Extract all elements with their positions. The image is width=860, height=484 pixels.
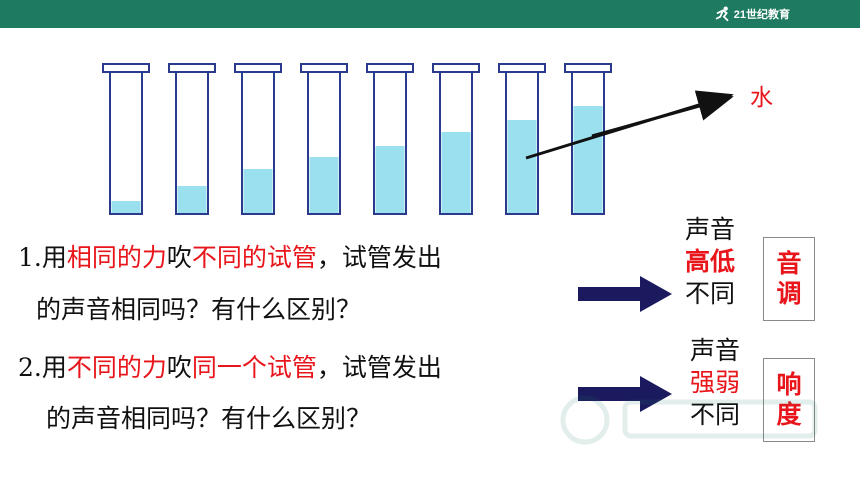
test-tube — [168, 63, 216, 215]
tube-body — [373, 72, 407, 215]
answer-1-highlight: 高低 — [685, 247, 736, 276]
question-1-number: 1. — [18, 243, 42, 272]
water-fill — [111, 201, 141, 213]
question-2-line-2: 的声音相同吗？有什么区别？ — [46, 404, 372, 433]
tube-body — [307, 72, 341, 215]
answer-1-line-3: 不同 — [685, 279, 736, 308]
tube-body — [505, 72, 539, 215]
header-bar: 21世纪教育 — [0, 0, 860, 28]
answer-2-term-top: 响 — [776, 370, 802, 399]
tube-body — [109, 72, 143, 215]
tube-rim — [366, 63, 414, 73]
test-tube — [366, 63, 414, 215]
q2-red-part: 同一个试管 — [191, 353, 317, 382]
tube-body — [175, 72, 209, 215]
q1-red-part: 相同的力 — [66, 243, 167, 272]
q1-part: 吹 — [166, 243, 192, 272]
q1-red-part: 不同的试管 — [191, 243, 317, 272]
answer-2-line-1: 声音 — [690, 336, 741, 365]
tube-rim — [564, 63, 612, 73]
logo-text: 21世纪教育 — [733, 9, 790, 21]
q2-red-part: 不同的力 — [66, 353, 167, 382]
q2-part: ，试管发出 — [316, 353, 442, 382]
q2-part: 吹 — [166, 353, 192, 382]
water-fill — [573, 106, 603, 213]
runner-logo-icon — [715, 6, 729, 22]
answer-1-term-top: 音 — [776, 249, 802, 278]
brand-logo: 21世纪教育 — [714, 3, 790, 25]
test-tube — [300, 63, 348, 215]
test-tubes-diagram — [102, 63, 734, 215]
arrow-right-icon — [578, 276, 672, 312]
q1-part: 用 — [41, 243, 67, 272]
tube-rim — [432, 63, 480, 73]
water-fill — [243, 169, 273, 213]
water-fill — [375, 146, 405, 213]
tube-rim — [234, 63, 282, 73]
pointer-arrow — [591, 91, 734, 138]
question-1-line-1: 1.用相同的力吹不同的试管，试管发出 — [18, 242, 442, 275]
test-tube — [432, 63, 480, 215]
question-2-number: 2. — [18, 353, 42, 382]
answer-2-term-box: 响 度 — [763, 358, 815, 442]
answer-2-term-bottom: 度 — [776, 400, 802, 429]
tube-body — [241, 72, 275, 215]
test-tube — [102, 63, 150, 215]
watermark-logo-icon — [560, 395, 818, 445]
water-fill — [177, 186, 207, 213]
tube-body — [439, 72, 473, 215]
question-2-line-1: 2.用不同的力吹同一个试管，试管发出 — [18, 352, 442, 385]
test-tube — [498, 63, 546, 215]
water-label: 水 — [750, 85, 773, 111]
answer-1-term-box: 音 调 — [763, 237, 815, 321]
tube-rim — [498, 63, 546, 73]
tube-rim — [168, 63, 216, 73]
arrow-right-icon — [578, 376, 672, 412]
answer-1-text: 声音 高低 不同 — [685, 214, 735, 310]
answer-2-text: 声音 强弱 不同 — [690, 335, 740, 431]
water-fill — [309, 157, 339, 213]
answer-2-line-3: 不同 — [690, 400, 741, 429]
answer-1-term-bottom: 调 — [776, 279, 802, 308]
tube-rim — [300, 63, 348, 73]
q2-part: 用 — [41, 353, 67, 382]
answer-2-highlight: 强弱 — [690, 368, 741, 397]
test-tube — [234, 63, 282, 215]
question-1-line-2: 的声音相同吗？有什么区别？ — [36, 295, 362, 324]
q1-part: ，试管发出 — [316, 243, 442, 272]
tube-rim — [102, 63, 150, 73]
water-fill — [441, 132, 471, 213]
answer-1-line-1: 声音 — [685, 215, 736, 244]
water-fill — [507, 120, 537, 213]
